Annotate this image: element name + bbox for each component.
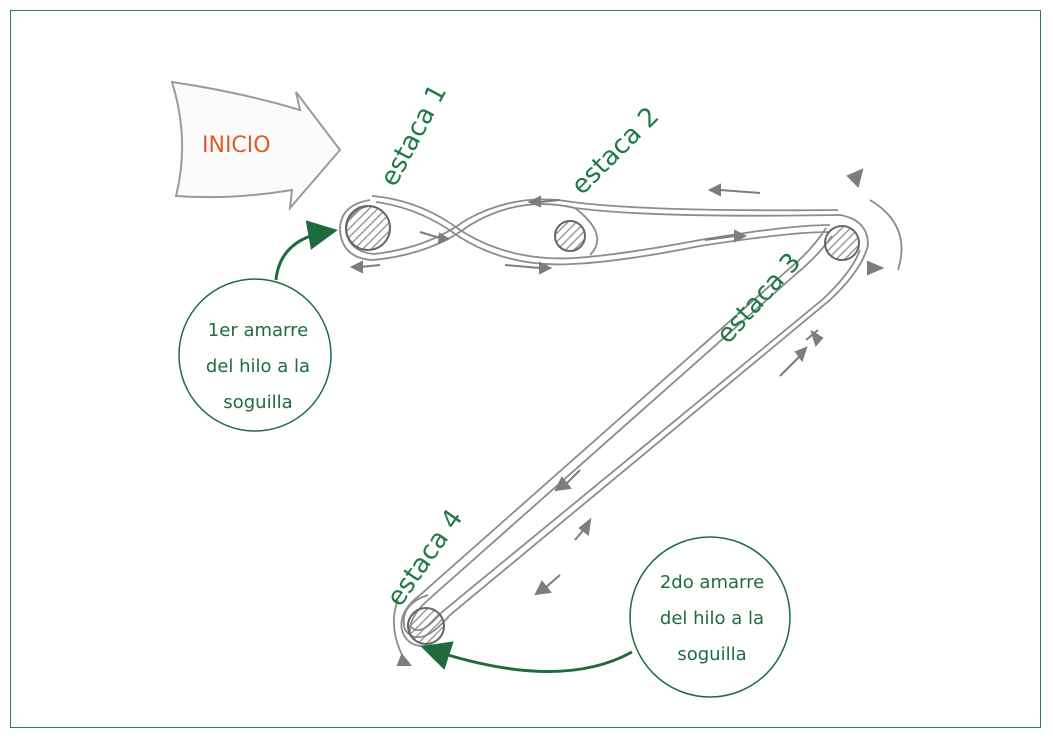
first-tie-note: 1er amarre del hilo a la soguilla xyxy=(178,220,338,432)
direction-arrows xyxy=(349,168,885,666)
stake-1-post xyxy=(345,205,391,251)
stake-3-post xyxy=(824,225,860,261)
diagram-frame xyxy=(10,10,1041,728)
second-tie-line-1: 2do amarre xyxy=(660,572,764,593)
second-tie-line-3: soguilla xyxy=(677,644,746,665)
first-tie-line-2: del hilo a la xyxy=(206,356,310,377)
first-tie-line-3: soguilla xyxy=(223,392,292,413)
stake-2-label: estaca 2 xyxy=(566,101,665,200)
thread-path xyxy=(339,195,903,656)
stake-2-post xyxy=(554,220,586,252)
second-tie-line-2: del hilo a la xyxy=(660,608,764,629)
start-label: INICIO xyxy=(202,133,271,158)
stake-1-label: estaca 1 xyxy=(375,79,453,191)
start-arrow-shape xyxy=(170,80,342,212)
first-tie-line-1: 1er amarre xyxy=(208,320,308,341)
second-tie-note: 2do amarre del hilo a la soguilla xyxy=(420,536,791,698)
stake-3-label: estaca 3 xyxy=(711,247,807,349)
stake-4-post xyxy=(407,607,445,645)
